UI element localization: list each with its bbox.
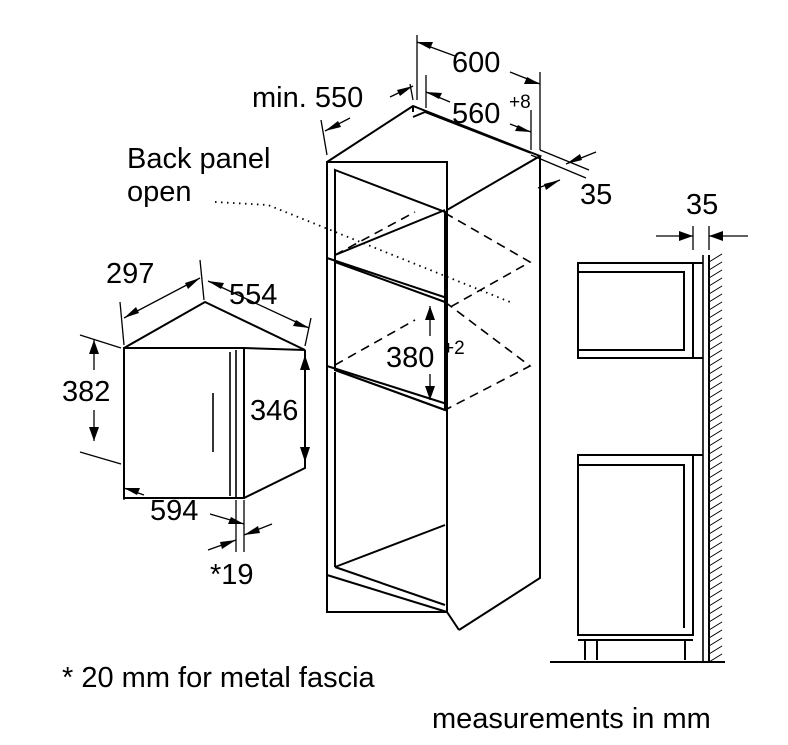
wall-hatch-line [708,261,723,271]
dim-microwave-width [123,472,245,552]
wall-hatch-line [708,373,723,383]
side-view-drawing [550,253,725,663]
wall-hatch-line [708,549,723,559]
wall-hatch-line [708,597,723,607]
wall-hatch-line [708,333,723,343]
wall-hatch-line [708,445,723,455]
dim-microwave-depth [119,259,205,346]
wall-hatching [708,253,723,663]
cabinet-inner-width-tolerance: +8 [509,92,531,113]
wall-hatch-line [708,501,723,511]
wall-hatch-line [708,341,723,351]
dim-microwave-fascia [207,500,273,552]
wall-hatch-line [708,645,723,655]
microwave-inner-height-label: 346 [250,395,298,427]
cabinet-panel-label: 35 [580,179,612,211]
wall-hatch-line [708,397,723,407]
back-panel-label-line1: Back panel [127,143,271,175]
wall-hatch-line [708,541,723,551]
wall-hatch-line [708,533,723,543]
wall-hatch-line [708,285,723,295]
dim-microwave-inner-height [300,350,310,468]
dim-microwave-inner-depth [207,280,312,347]
wall-hatch-line [708,469,723,479]
wall-hatch-line [708,557,723,567]
wall-hatch-line [708,253,723,263]
niche-height-label: 380 [386,342,434,374]
wall-hatch-line [708,461,723,471]
wall-hatch-line [708,629,723,639]
dim-cabinet-panel [530,149,597,190]
microwave-inner-depth-label: 554 [229,279,277,311]
wall-hatch-line [708,605,723,615]
wall-hatch-line [708,309,723,319]
wall-hatch-line [708,429,723,439]
cabinet-drawing [214,104,543,631]
wall-hatch-line [708,293,723,303]
dim-side-gap [656,226,748,250]
wall-hatch-line [708,405,723,415]
cabinet-inner-width-label: 560 [452,98,500,130]
wall-hatch-line [708,453,723,463]
wall-hatch-line [708,365,723,375]
wall-hatch-line [708,509,723,519]
wall-hatch-line [708,653,723,663]
microwave-depth-label: 297 [106,258,154,290]
dim-microwave-height [79,334,122,465]
wall-hatch-line [708,573,723,583]
wall-hatch-line [708,477,723,487]
wall-hatch-line [708,437,723,447]
microwave-width-label: 594 [150,495,198,527]
wall-hatch-line [708,517,723,527]
units-note: measurements in mm [432,703,711,735]
wall-hatch-line [708,637,723,647]
wall-hatch-line [708,581,723,591]
wall-hatch-line [708,269,723,279]
dim-niche-height [425,306,435,400]
dim-cabinet-inner-width [425,75,532,150]
wall-hatch-line [708,413,723,423]
wall-hatch-line [708,485,723,495]
dim-cabinet-width [416,35,541,150]
wall-hatch-line [708,317,723,327]
wall-hatch-line [708,525,723,535]
wall-hatch-line [708,565,723,575]
microwave-height-label: 382 [62,376,110,408]
wall-hatch-line [708,357,723,367]
microwave-fascia-label: *19 [210,559,254,591]
wall-hatch-line [708,349,723,359]
dim-cabinet-depth [320,83,414,156]
wall-hatch-line [708,389,723,399]
wall-hatch-line [708,493,723,503]
wall-hatch-line [708,589,723,599]
wall-hatch-line [708,381,723,391]
cabinet-depth-label: min. 550 [252,82,363,114]
footnote: * 20 mm for metal fascia [62,662,376,694]
wall-hatch-line [708,277,723,287]
wall-hatch-line [708,621,723,631]
wall-hatch-line [708,325,723,335]
niche-height-tolerance: +2 [443,338,465,359]
back-panel-label-line2: open [127,176,192,208]
side-gap-label: 35 [686,189,718,221]
wall-hatch-line [708,613,723,623]
cabinet-width-label: 600 [452,47,500,79]
wall-hatch-line [708,301,723,311]
wall-hatch-line [708,421,723,431]
